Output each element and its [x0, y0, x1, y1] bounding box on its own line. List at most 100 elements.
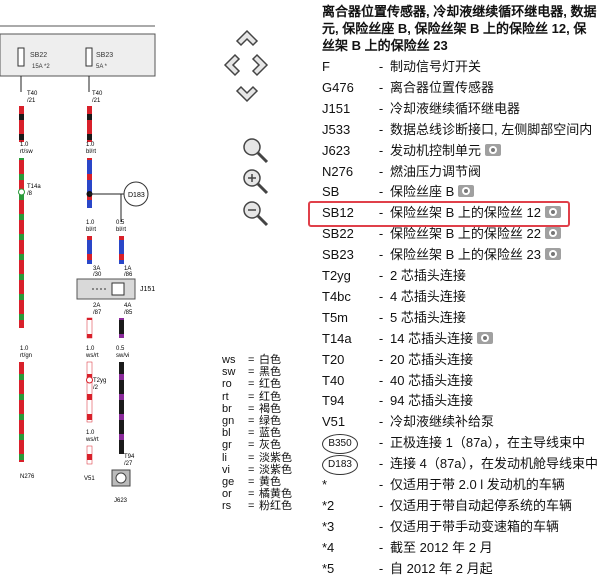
- legend-code: J151: [322, 100, 351, 116]
- color-equals: =: [248, 427, 255, 440]
- legend-description-text: 保险丝架 B 上的保险丝 23: [390, 247, 541, 263]
- legend-description: 连接 4（87a），在发动机舱导线束中: [390, 454, 598, 474]
- arrow-down-icon[interactable]: [235, 85, 259, 103]
- legend-description-text: 保险丝架 B 上的保险丝 22: [390, 226, 541, 242]
- color-name: 粉红色: [259, 500, 292, 513]
- legend-code: *2: [322, 497, 335, 513]
- zoom-icon[interactable]: [240, 135, 272, 165]
- color-abbr: gr: [222, 439, 232, 452]
- color-name: 红色: [259, 390, 281, 403]
- legend-dash: -: [378, 268, 384, 283]
- color-abbr: or: [222, 488, 232, 501]
- legend-dash: -: [378, 79, 384, 95]
- zoom-in-icon[interactable]: [240, 166, 272, 196]
- legend-description-text: 自 2012 年 2 月起: [390, 560, 493, 576]
- wire-mid-e: [86, 361, 93, 423]
- legend-dash: -: [378, 518, 384, 534]
- camera-icon[interactable]: [544, 206, 561, 219]
- legend-dash: -: [378, 497, 384, 513]
- legend-description-text: 离合器位置传感器: [390, 79, 495, 95]
- color-key-row: rt=红色: [222, 391, 292, 403]
- color-key-row: rs = 粉红色: [222, 500, 292, 512]
- fuse-sb23: [85, 47, 93, 67]
- d183-label: D183: [128, 192, 145, 199]
- arrow-up-icon[interactable]: [235, 29, 259, 47]
- camera-icon[interactable]: [458, 185, 475, 198]
- t40-a-label: T40: [27, 91, 38, 97]
- legend-description: 发动机控制单元: [390, 141, 502, 161]
- color-equals: =: [248, 488, 255, 501]
- legend-dash: -: [378, 435, 384, 451]
- color-key-row: vi=淡紫色: [222, 464, 292, 476]
- legend-code: T20: [322, 351, 345, 367]
- w4-size: 0.5: [116, 220, 125, 226]
- color-name: 淡紫色: [259, 463, 292, 476]
- relay-pin-86: /86: [124, 272, 133, 278]
- w7-size: 0.5: [116, 346, 125, 352]
- legend-description-text: 制动信号灯开关: [390, 59, 482, 74]
- zoom-out-icon[interactable]: [240, 198, 272, 228]
- arrow-left-icon[interactable]: [223, 53, 241, 77]
- color-abbr: ro: [222, 378, 232, 391]
- camera-icon[interactable]: [485, 143, 502, 156]
- camera-icon[interactable]: [544, 248, 561, 261]
- color-name: 褐色: [259, 402, 281, 415]
- wire-mid-upper: [87, 106, 92, 142]
- color-equals: =: [248, 439, 255, 452]
- legend-description: 保险丝座 B: [390, 182, 475, 202]
- legend-code: *4: [322, 539, 335, 555]
- color-name: 橘黄色: [259, 488, 292, 501]
- legend-description: 自 2012 年 2 月起: [390, 559, 493, 579]
- legend-description-text: 94 芯插头连接: [390, 393, 474, 409]
- legend-description: 正极连接 1（87a），在主导线束中: [390, 433, 585, 453]
- legend-dash: -: [378, 477, 384, 492]
- color-key-row: gn=绿色: [222, 415, 292, 427]
- legend-description-text: 截至 2012 年 2 月: [390, 539, 493, 555]
- arrow-right-icon[interactable]: [251, 53, 269, 77]
- legend-description: 冷却液继续补给泵: [390, 412, 494, 432]
- highlight-box: [308, 201, 570, 228]
- color-equals: =: [248, 500, 255, 513]
- legend-description: 制动信号灯开关: [390, 57, 481, 77]
- camera-icon[interactable]: [477, 331, 494, 344]
- legend-description-text: 仅适用于带自动起停系统的车辆: [390, 497, 573, 513]
- legend-description: 94 芯插头连接: [390, 391, 473, 411]
- camera-icon[interactable]: [544, 227, 561, 240]
- legend-dash: -: [378, 288, 384, 304]
- color-abbr: rs: [222, 500, 232, 513]
- n276-label: N276: [20, 474, 35, 480]
- j623-label: J623: [114, 498, 128, 504]
- legend-description-text: 数据总线诊断接口, 左侧脚部空间内: [390, 121, 593, 137]
- legend-code: T94: [322, 393, 345, 409]
- legend-description: 仅适用于带手动变速箱的车辆: [390, 517, 559, 537]
- relay-pin-3a: 3A: [93, 266, 100, 272]
- legend-dash: -: [378, 142, 384, 158]
- legend-dash: -: [378, 205, 384, 221]
- color-abbr: ws: [222, 354, 236, 366]
- legend-description-text: 保险丝架 B 上的保险丝 12: [390, 205, 541, 221]
- t2yg-connector: [86, 376, 93, 384]
- legend-code: SB12: [322, 205, 354, 221]
- legend-description: 冷却液继续循环继电器: [390, 99, 520, 119]
- t2yg-pin: /2: [93, 385, 99, 391]
- title-line-1: 离合器位置传感器, 冷却液继续循环继电器, 数据: [322, 4, 597, 19]
- color-key-row: sw=黑色: [222, 366, 292, 378]
- color-name: 绿色: [259, 414, 281, 427]
- fuse-holder: [0, 33, 156, 77]
- legend-connector-circle: D183: [322, 455, 358, 476]
- legend-dash: -: [378, 372, 384, 388]
- legend-description-text: 冷却液继续补给泵: [390, 414, 495, 430]
- sb23-label: SB23: [96, 52, 113, 59]
- color-equals: =: [248, 378, 255, 391]
- color-key-row: li=淡紫色: [222, 452, 292, 464]
- wire-left-upper: [19, 106, 24, 142]
- relay-pin-1a: 1A: [124, 266, 131, 272]
- legend-description-text: 连接 4（87a），在发动机舱导线束中: [390, 456, 599, 472]
- legend-dash: -: [378, 309, 384, 325]
- t40-b-label: T40: [92, 91, 103, 97]
- legend-description-text: 燃油压力调节阀: [390, 163, 482, 179]
- legend-dash: -: [378, 456, 384, 472]
- color-equals: =: [248, 366, 255, 379]
- w3-size: 1.0: [86, 220, 95, 226]
- legend-code: G476: [322, 79, 354, 95]
